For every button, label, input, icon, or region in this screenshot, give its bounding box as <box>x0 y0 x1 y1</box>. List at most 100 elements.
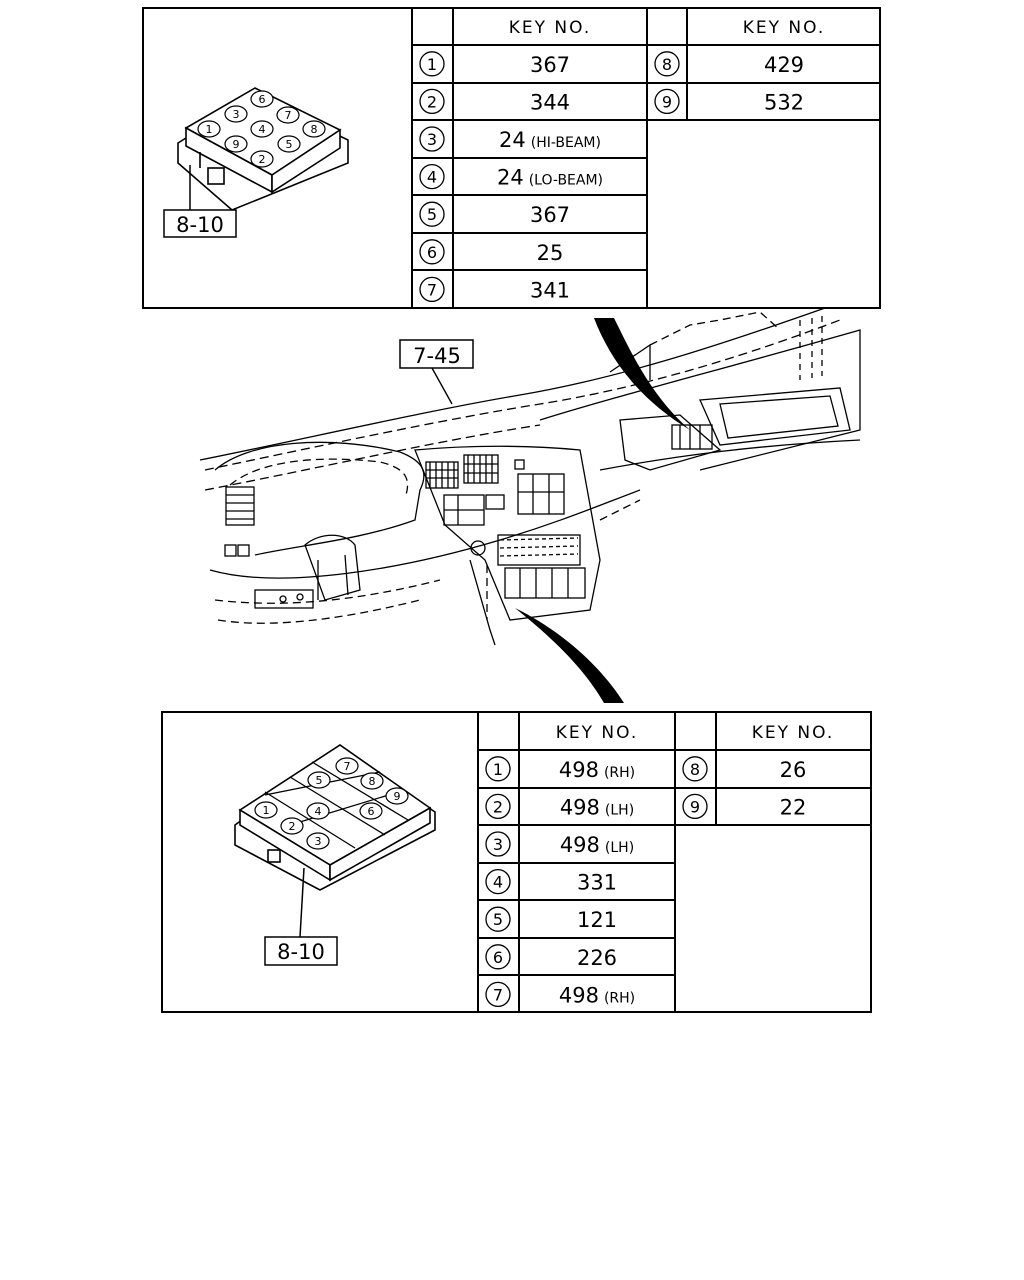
key-number: 24 <box>499 128 526 152</box>
key-note: (RH) <box>604 765 635 781</box>
top-connector-ref: 8-10 <box>163 209 237 238</box>
key-number-cell: 367 <box>530 203 570 227</box>
cavity-circle-icon <box>306 802 330 820</box>
cavity-number: 3 <box>315 835 322 848</box>
position-circle-icon <box>419 126 445 152</box>
key-number-cell: 498 (LH) <box>560 795 634 819</box>
key-number-cell: 331 <box>577 871 617 895</box>
key-number-cell: 532 <box>764 90 804 114</box>
position-number: 5 <box>493 910 503 929</box>
key-number-cell: 498(LH) <box>560 833 634 857</box>
cavity-number: 4 <box>315 805 322 818</box>
cavity-circle-icon <box>307 771 331 789</box>
key-number-cell: 25 <box>537 241 564 265</box>
top-header-left: KEY NO. <box>509 18 592 38</box>
key-number: 498 <box>560 795 600 819</box>
cavity-number: 9 <box>394 790 401 803</box>
key-number-cell: 498(RH) <box>559 983 635 1007</box>
cavity-circle-icon <box>197 120 221 138</box>
key-number: 429 <box>764 53 804 77</box>
cavity-number: 2 <box>289 820 296 833</box>
key-number-cell: 341 <box>530 278 570 302</box>
cavity-circle-icon <box>280 817 304 835</box>
position-number: 8 <box>690 760 700 779</box>
table-row: 1 498 (RH) <box>485 756 635 782</box>
cavity-circle-icon <box>359 802 383 820</box>
position-number: 5 <box>427 205 437 224</box>
position-number: 2 <box>493 797 503 816</box>
position-circle-icon <box>419 51 445 77</box>
top-connector-ref-label: 8-10 <box>176 213 224 237</box>
position-circle-icon <box>485 756 511 782</box>
cavity-circle-icon <box>277 135 301 153</box>
position-circle-icon <box>654 51 680 77</box>
cavity-circle-icon <box>360 772 384 790</box>
bottom-connector-drawing <box>234 744 436 938</box>
position-number: 1 <box>427 55 437 74</box>
position-number: 7 <box>427 280 437 299</box>
cavity-number: 5 <box>286 138 293 151</box>
table-row: 7 341 <box>419 276 570 303</box>
cavity-number: 8 <box>369 775 376 788</box>
table-row: 8 26 <box>682 756 807 782</box>
position-number: 6 <box>427 243 437 262</box>
key-number: 532 <box>764 90 804 114</box>
bottom-panel-frame <box>161 711 872 1013</box>
key-number: 22 <box>780 795 807 819</box>
position-number: 3 <box>493 835 503 854</box>
table-row: 3 498(LH) <box>485 831 634 857</box>
position-number: 8 <box>662 55 672 74</box>
position-circle-icon <box>485 793 511 820</box>
cavity-number: 5 <box>316 774 323 787</box>
cavity-circle-icon <box>250 150 274 168</box>
table-row: 1 367 <box>419 51 570 77</box>
position-circle-icon <box>654 88 680 115</box>
key-note: (LH) <box>605 802 634 818</box>
position-number: 4 <box>493 873 503 892</box>
key-note: (LH) <box>605 840 634 856</box>
cavity-number: 2 <box>259 153 266 166</box>
key-number: 344 <box>530 90 570 114</box>
key-number: 498 <box>559 758 599 782</box>
table-row: 6 25 <box>419 239 564 265</box>
position-circle-icon <box>419 201 445 227</box>
bottom-leader-arrow <box>515 608 624 703</box>
top-key-table <box>411 8 880 308</box>
cavity-circle-icon <box>302 120 326 138</box>
position-circle-icon <box>419 239 445 265</box>
cavity-circle-icon <box>254 801 278 819</box>
top-header-right: KEY NO. <box>743 18 826 38</box>
top-panel-frame <box>142 7 881 309</box>
position-number: 9 <box>662 92 672 111</box>
top-leader-arrow <box>594 318 690 430</box>
key-number: 498 <box>559 983 599 1007</box>
assembly-ref-label: 7-45 <box>413 344 461 368</box>
position-circle-icon <box>485 906 511 932</box>
position-circle-icon <box>419 276 445 303</box>
key-number: 25 <box>537 241 564 265</box>
key-number: 367 <box>530 53 570 77</box>
cavity-number: 7 <box>344 760 351 773</box>
cavity-circle-icon <box>250 120 274 138</box>
key-note: (HI-BEAM) <box>531 135 601 151</box>
cavity-number: 3 <box>233 108 240 121</box>
position-number: 1 <box>493 760 503 779</box>
position-number: 7 <box>493 985 503 1004</box>
position-circle-icon <box>485 831 511 857</box>
bottom-connector-ref: 8-10 <box>264 936 338 966</box>
key-number-cell: 226 <box>577 946 617 970</box>
cavity-number: 1 <box>263 804 270 817</box>
key-number: 26 <box>780 758 807 782</box>
key-number-cell: 24(LO-BEAM) <box>497 166 603 190</box>
table-row: 8 429 <box>654 51 804 77</box>
